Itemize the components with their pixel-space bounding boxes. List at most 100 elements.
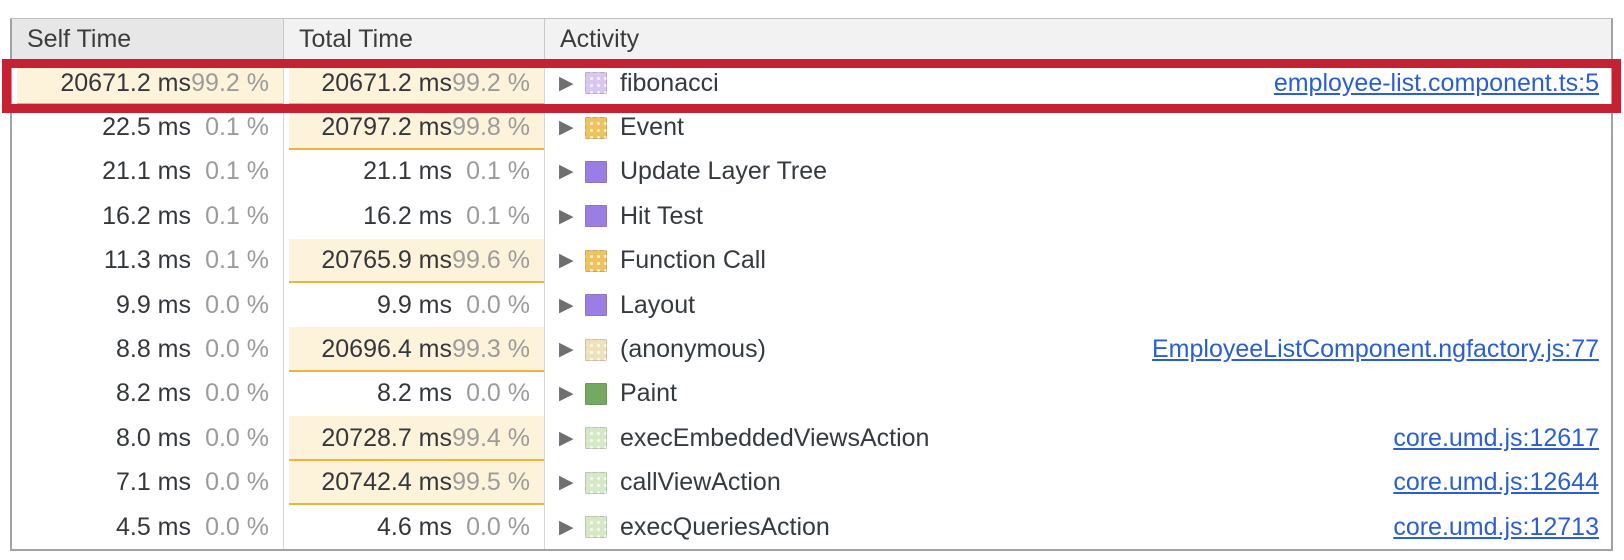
total-time-percent: 0.1 % bbox=[466, 157, 530, 186]
self-time-value: 8.8 ms bbox=[115, 335, 191, 364]
total-time-percent: 99.5 % bbox=[452, 468, 530, 497]
expand-triangle-icon[interactable]: ▶ bbox=[559, 472, 574, 494]
table-row[interactable]: 8.8 ms 0.0 % 20696.4 ms 99.3 % ▶ (anonym… bbox=[12, 327, 1611, 372]
table-body: 20671.2 ms 99.2 % 20671.2 ms 99.2 % ▶ fi… bbox=[12, 61, 1611, 550]
total-time-value: 20696.4 ms bbox=[321, 335, 452, 364]
total-time-highlight-fill bbox=[289, 416, 544, 461]
category-color-icon bbox=[585, 249, 607, 272]
self-time-cell: 22.5 ms 0.1 % bbox=[12, 105, 284, 150]
activity-label: (anonymous) bbox=[620, 335, 766, 364]
total-time-cell: 16.2 ms 0.1 % bbox=[284, 194, 545, 239]
activity-label: execQueriesAction bbox=[620, 512, 830, 541]
performance-table: Self Time Total Time Activity 20671.2 ms… bbox=[10, 18, 1613, 552]
activity-label: fibonacci bbox=[620, 68, 719, 97]
source-location-link[interactable]: core.umd.js:12617 bbox=[1393, 423, 1599, 452]
total-time-value: 20797.2 ms bbox=[321, 113, 452, 142]
total-time-cell: 20765.9 ms 99.6 % bbox=[284, 238, 545, 283]
total-time-percent: 99.4 % bbox=[452, 423, 530, 452]
self-time-percent: 99.2 % bbox=[191, 68, 269, 97]
self-time-value: 8.0 ms bbox=[115, 423, 191, 452]
total-time-value: 21.1 ms bbox=[363, 157, 452, 186]
category-color-icon bbox=[585, 516, 607, 539]
activity-label: callViewAction bbox=[620, 468, 781, 497]
expand-triangle-icon[interactable]: ▶ bbox=[559, 383, 574, 405]
total-time-cell: 20797.2 ms 99.8 % bbox=[284, 105, 545, 150]
total-time-value: 9.9 ms bbox=[376, 290, 452, 319]
activity-cell: ▶ fibonacci employee-list.component.ts:5 bbox=[545, 61, 1611, 105]
total-time-percent: 99.2 % bbox=[452, 68, 530, 97]
total-time-cell: 21.1 ms 0.1 % bbox=[284, 149, 545, 195]
table-row[interactable]: 21.1 ms 0.1 % 21.1 ms 0.1 % ▶ Update Lay… bbox=[12, 149, 1611, 195]
expand-triangle-icon[interactable]: ▶ bbox=[559, 294, 574, 316]
total-time-highlight-fill bbox=[289, 327, 544, 372]
table-row[interactable]: 9.9 ms 0.0 % 9.9 ms 0.0 % ▶ Layout bbox=[12, 282, 1611, 328]
expand-triangle-icon[interactable]: ▶ bbox=[559, 205, 574, 227]
self-time-percent: 0.1 % bbox=[205, 201, 269, 230]
category-color-icon bbox=[585, 116, 607, 139]
self-time-value: 11.3 ms bbox=[103, 246, 191, 275]
expand-triangle-icon[interactable]: ▶ bbox=[559, 161, 574, 183]
activity-cell: ▶ callViewAction core.umd.js:12644 bbox=[545, 461, 1611, 505]
activity-cell: ▶ Function Call bbox=[545, 239, 1611, 283]
total-time-percent: 0.1 % bbox=[466, 201, 530, 230]
total-time-percent: 99.3 % bbox=[452, 335, 530, 364]
self-time-cell: 8.0 ms 0.0 % bbox=[12, 416, 284, 461]
self-time-value: 7.1 ms bbox=[115, 468, 191, 497]
self-time-cell: 11.3 ms 0.1 % bbox=[12, 238, 284, 283]
activity-label: Hit Test bbox=[620, 201, 703, 230]
total-time-highlight-fill bbox=[289, 61, 544, 106]
source-location-link[interactable]: core.umd.js:12713 bbox=[1393, 512, 1599, 541]
activity-cell: ▶ Update Layer Tree bbox=[545, 150, 1611, 194]
category-color-icon bbox=[585, 471, 607, 494]
expand-triangle-icon[interactable]: ▶ bbox=[559, 117, 574, 139]
column-header-self-time[interactable]: Self Time bbox=[12, 19, 284, 60]
expand-triangle-icon[interactable]: ▶ bbox=[559, 250, 574, 272]
table-row[interactable]: 11.3 ms 0.1 % 20765.9 ms 99.6 % ▶ Functi… bbox=[12, 238, 1611, 283]
table-row[interactable]: 8.0 ms 0.0 % 20728.7 ms 99.4 % ▶ execEmb… bbox=[12, 416, 1611, 461]
self-time-percent: 0.0 % bbox=[205, 379, 269, 408]
total-time-value: 16.2 ms bbox=[363, 201, 452, 230]
source-location-link[interactable]: employee-list.component.ts:5 bbox=[1273, 68, 1599, 97]
total-time-percent: 99.6 % bbox=[452, 246, 530, 275]
self-time-percent: 0.0 % bbox=[205, 512, 269, 541]
category-color-icon bbox=[585, 294, 607, 317]
activity-cell: ▶ Hit Test bbox=[545, 194, 1611, 238]
total-time-percent: 0.0 % bbox=[466, 290, 530, 319]
activity-label: Paint bbox=[620, 379, 677, 408]
self-time-value: 20671.2 ms bbox=[60, 68, 191, 97]
expand-triangle-icon[interactable]: ▶ bbox=[559, 339, 574, 361]
table-row[interactable]: 4.5 ms 0.0 % 4.6 ms 0.0 % ▶ execQueriesA… bbox=[12, 504, 1611, 550]
expand-triangle-icon[interactable]: ▶ bbox=[559, 516, 574, 538]
activity-cell: ▶ Paint bbox=[545, 372, 1611, 416]
total-time-cell: 20742.4 ms 99.5 % bbox=[284, 460, 545, 505]
column-header-total-time[interactable]: Total Time bbox=[284, 19, 545, 60]
self-time-percent: 0.0 % bbox=[205, 335, 269, 364]
activity-label: Function Call bbox=[620, 246, 766, 275]
total-time-cell: 8.2 ms 0.0 % bbox=[284, 371, 545, 417]
self-time-value: 9.9 ms bbox=[115, 290, 191, 319]
self-time-value: 16.2 ms bbox=[102, 201, 191, 230]
activity-label: Update Layer Tree bbox=[620, 157, 828, 186]
self-time-value: 22.5 ms bbox=[102, 113, 191, 142]
source-location-link[interactable]: EmployeeListComponent.ngfactory.js:77 bbox=[1152, 335, 1599, 364]
table-header-row: Self Time Total Time Activity bbox=[12, 19, 1611, 61]
expand-triangle-icon[interactable]: ▶ bbox=[559, 427, 574, 449]
category-color-icon bbox=[585, 72, 607, 95]
table-row[interactable]: 7.1 ms 0.0 % 20742.4 ms 99.5 % ▶ callVie… bbox=[12, 460, 1611, 505]
expand-triangle-icon[interactable]: ▶ bbox=[559, 72, 574, 94]
self-time-cell: 20671.2 ms 99.2 % bbox=[12, 61, 284, 106]
table-row[interactable]: 20671.2 ms 99.2 % 20671.2 ms 99.2 % ▶ fi… bbox=[12, 61, 1611, 106]
total-time-percent: 0.0 % bbox=[466, 379, 530, 408]
activity-cell: ▶ Event bbox=[545, 105, 1611, 149]
self-time-value: 8.2 ms bbox=[115, 379, 191, 408]
source-location-link[interactable]: core.umd.js:12644 bbox=[1393, 468, 1599, 497]
self-time-value: 4.5 ms bbox=[115, 512, 191, 541]
table-row[interactable]: 8.2 ms 0.0 % 8.2 ms 0.0 % ▶ Paint bbox=[12, 371, 1611, 417]
self-time-cell: 16.2 ms 0.1 % bbox=[12, 194, 284, 239]
total-time-cell: 20671.2 ms 99.2 % bbox=[284, 61, 545, 106]
total-time-highlight-fill bbox=[289, 238, 544, 283]
table-row[interactable]: 22.5 ms 0.1 % 20797.2 ms 99.8 % ▶ Event bbox=[12, 105, 1611, 150]
column-header-activity[interactable]: Activity bbox=[560, 25, 640, 53]
total-time-cell: 4.6 ms 0.0 % bbox=[284, 504, 545, 550]
table-row[interactable]: 16.2 ms 0.1 % 16.2 ms 0.1 % ▶ Hit Test bbox=[12, 194, 1611, 239]
